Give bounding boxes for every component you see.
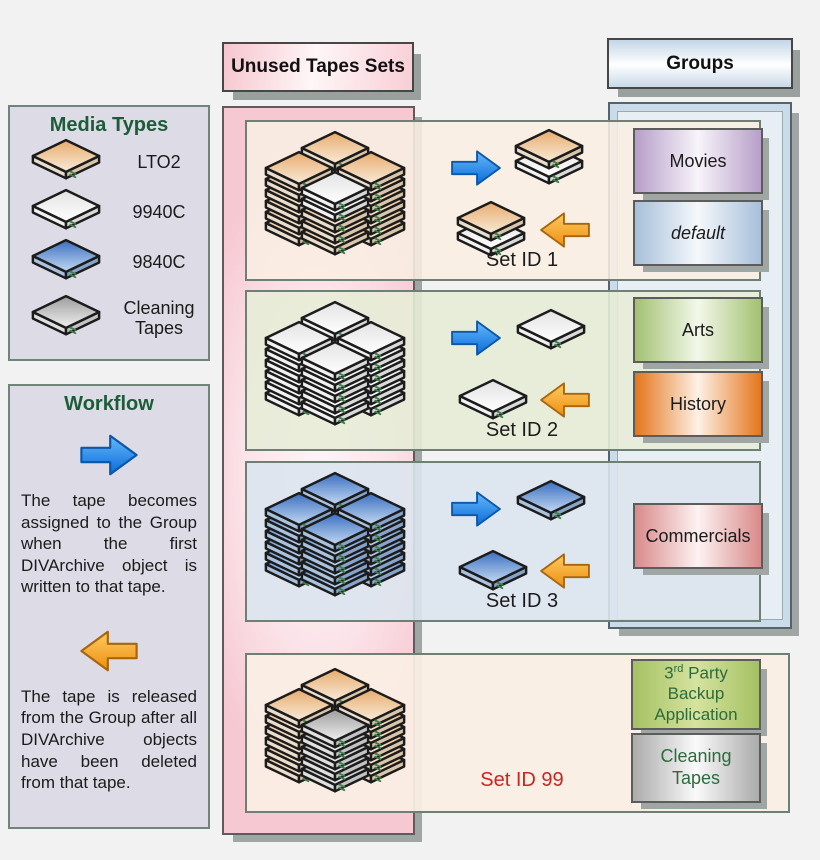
set-id-label: Set ID 3: [485, 590, 559, 612]
group-label-line: Tapes: [671, 768, 721, 788]
group-box-movies: Movies: [633, 128, 763, 194]
media-type-label: LTO2: [137, 151, 181, 172]
release-arrow-icon: [539, 210, 591, 250]
media-type-label: 9940C: [132, 201, 186, 222]
group-label: History: [669, 393, 726, 414]
assign-arrow-icon: [450, 148, 502, 188]
groups-title: Groups: [666, 52, 734, 74]
group-box-arts: Arts: [633, 297, 763, 363]
workflow-title: Workflow: [64, 393, 154, 415]
group-label-line: Backup: [667, 684, 725, 704]
tape-stack-set1: [263, 130, 413, 272]
tape-stack-set3: [263, 471, 413, 613]
group-label: Arts: [681, 319, 714, 340]
assign-arrow-icon: [450, 318, 502, 358]
9840c-tape-icon: [30, 238, 112, 286]
group-box-default: default: [633, 200, 763, 266]
group-label-line: 3rd Party: [664, 663, 728, 683]
blue-right-arrow-icon: [79, 432, 139, 478]
group-label: default: [670, 222, 726, 243]
9940c-tape-icon: [30, 188, 112, 236]
media-type-item-9840c: 9840C: [10, 237, 208, 287]
media-type-label: Cleaning Tapes: [123, 297, 195, 338]
tape-set-row-1: Set ID 1: [245, 120, 761, 281]
group-label: Commercials: [645, 525, 751, 546]
media-types-title: Media Types: [49, 114, 169, 136]
cleaning-tape-icon: [30, 294, 112, 342]
tape-set-row-3: Set ID 3: [245, 461, 761, 622]
group-box-history: History: [633, 371, 763, 437]
group-box-commercials: Commercials: [633, 503, 763, 569]
set-id-label: Set ID 99: [480, 769, 564, 791]
release-description: The tape is released from the Group afte…: [21, 686, 197, 793]
group-label-line: Cleaning: [660, 746, 732, 767]
media-type-item-lto2: LTO2: [10, 137, 208, 187]
set-id-label: Set ID 1: [485, 249, 559, 271]
group-box-cleaning-tapes: Cleaning Tapes: [631, 733, 761, 803]
group-label: Movies: [669, 150, 727, 171]
set-id-label: Set ID 2: [485, 419, 559, 441]
workflow-panel: Workflow The tape becomes assigned to th…: [8, 384, 210, 829]
unused-tapes-sets-header: Unused Tapes Sets: [222, 42, 414, 92]
lto2-tape-icon: [30, 138, 112, 186]
group-label-line: Application: [654, 705, 738, 725]
media-type-label: 9840C: [132, 251, 186, 272]
tape-stack-set2: [263, 300, 413, 442]
unused-tapes-sets-title: Unused Tapes Sets: [231, 56, 405, 77]
release-arrow-icon: [539, 551, 591, 591]
assign-description: The tape becomes assigned to the Group w…: [21, 491, 197, 597]
group-box-3rd-party-backup: 3rd Party Backup Application: [631, 659, 761, 730]
groups-header: Groups: [607, 38, 793, 89]
orange-left-arrow-icon: [79, 628, 139, 674]
media-type-item-cleaning: Cleaning Tapes: [10, 287, 208, 349]
media-type-item-9940c: 9940C: [10, 187, 208, 237]
media-types-panel: Media Types LTO2 9940C: [8, 105, 210, 361]
assign-arrow-icon: [450, 489, 502, 529]
tape-stack-set99: [263, 667, 413, 809]
release-arrow-icon: [539, 380, 591, 420]
